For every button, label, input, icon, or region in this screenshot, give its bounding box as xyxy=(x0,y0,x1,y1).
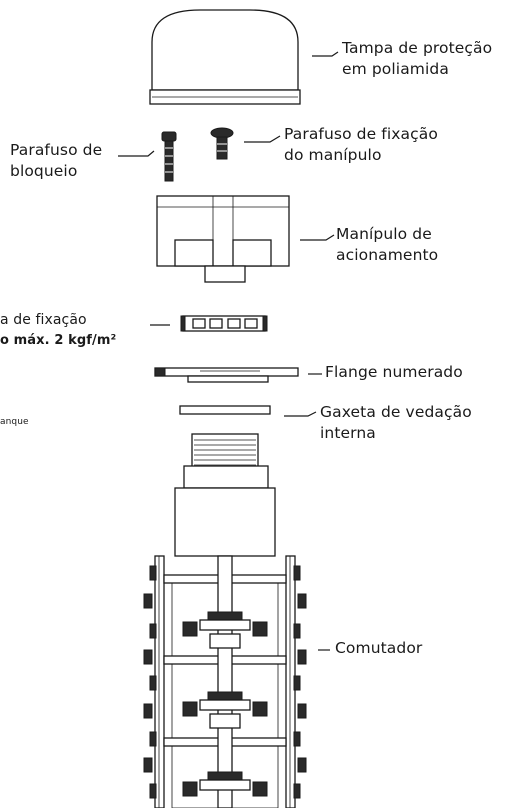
tampa-label: Tampa de proteção em poliamida xyxy=(342,39,493,78)
flange-label: Flange numerado xyxy=(325,363,463,381)
gaxeta-label: Gaxeta de vedação interna xyxy=(320,403,472,442)
screw-icon xyxy=(161,131,177,182)
torque-label: o máx. 2 kgf/m² xyxy=(0,333,117,348)
comutador-label: Comutador xyxy=(335,639,423,657)
tanque-label: anque xyxy=(0,417,29,427)
knob-icon xyxy=(156,195,290,283)
flange-icon xyxy=(154,367,299,383)
nut-icon xyxy=(180,315,268,332)
parafuso-bloqueio-label: Parafuso de bloqueio xyxy=(10,141,103,180)
screw-icon xyxy=(210,127,234,160)
parafuso-fixacao-label: Parafuso de fixação do manípulo xyxy=(284,125,438,164)
manipulo-label: Manípulo de acionamento xyxy=(336,225,439,264)
porca-label: a de fixação xyxy=(0,312,87,328)
switch-body-icon xyxy=(143,433,307,808)
gasket-icon xyxy=(179,405,271,415)
leader-lines xyxy=(118,51,339,651)
tampa-cap-icon xyxy=(149,9,301,105)
